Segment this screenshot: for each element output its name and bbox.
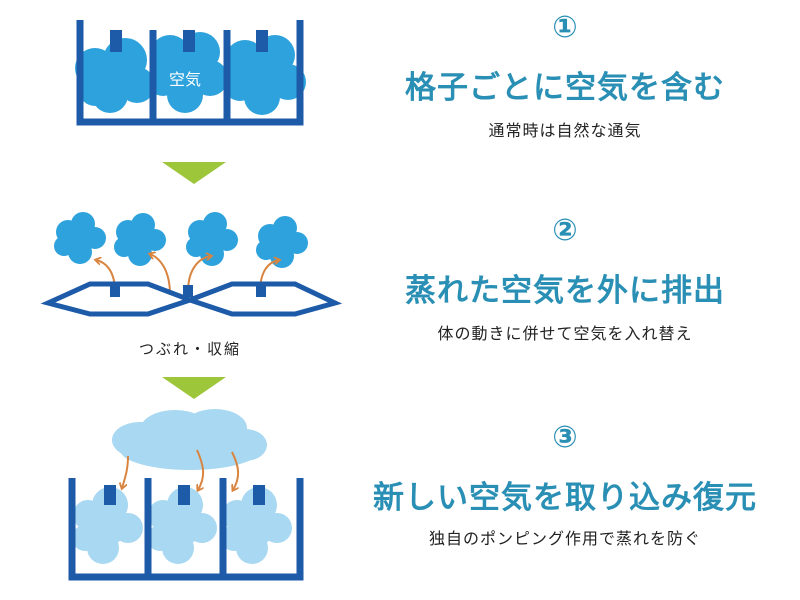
down-arrow-2: [162, 377, 226, 399]
step2-escaping-clouds: [54, 212, 308, 268]
step2-description: 体の動きに併せて空気を入れ替え: [437, 324, 693, 343]
step2-number: ②: [552, 213, 578, 248]
step2-cell-valves: [110, 285, 266, 297]
step1-description: 通常時は自然な通気: [488, 121, 642, 140]
step3-title: 新しい空気を取り込み復元: [373, 480, 757, 516]
step1-cell-valves: [110, 30, 268, 52]
step1-illustration: [75, 20, 306, 126]
step3-illustration: [68, 409, 304, 581]
air-label: 空気: [168, 70, 201, 89]
step1-title: 格子ごとに空気を含む: [405, 70, 725, 106]
step3-fresh-air-cloud: [112, 409, 267, 470]
step1-lattice-frame: [76, 20, 304, 126]
down-arrow-1: [162, 162, 226, 184]
step1-number: ①: [552, 10, 578, 45]
step3-cell-valves: [104, 485, 265, 505]
step2-illustration: [40, 212, 343, 317]
step3-intake-arrows: [122, 449, 240, 490]
step3-lattice-frame: [68, 478, 304, 581]
step2-collapsed-frame: [40, 281, 343, 317]
step3-description: 独自のポンピング作用で蒸れを防ぐ: [428, 529, 701, 548]
step2-title: 蒸れた空気を外に排出: [405, 273, 725, 309]
step1-air-clouds: [75, 32, 306, 115]
step3-number: ③: [552, 420, 578, 455]
collapse-label: つぶれ・収縮: [138, 340, 241, 358]
